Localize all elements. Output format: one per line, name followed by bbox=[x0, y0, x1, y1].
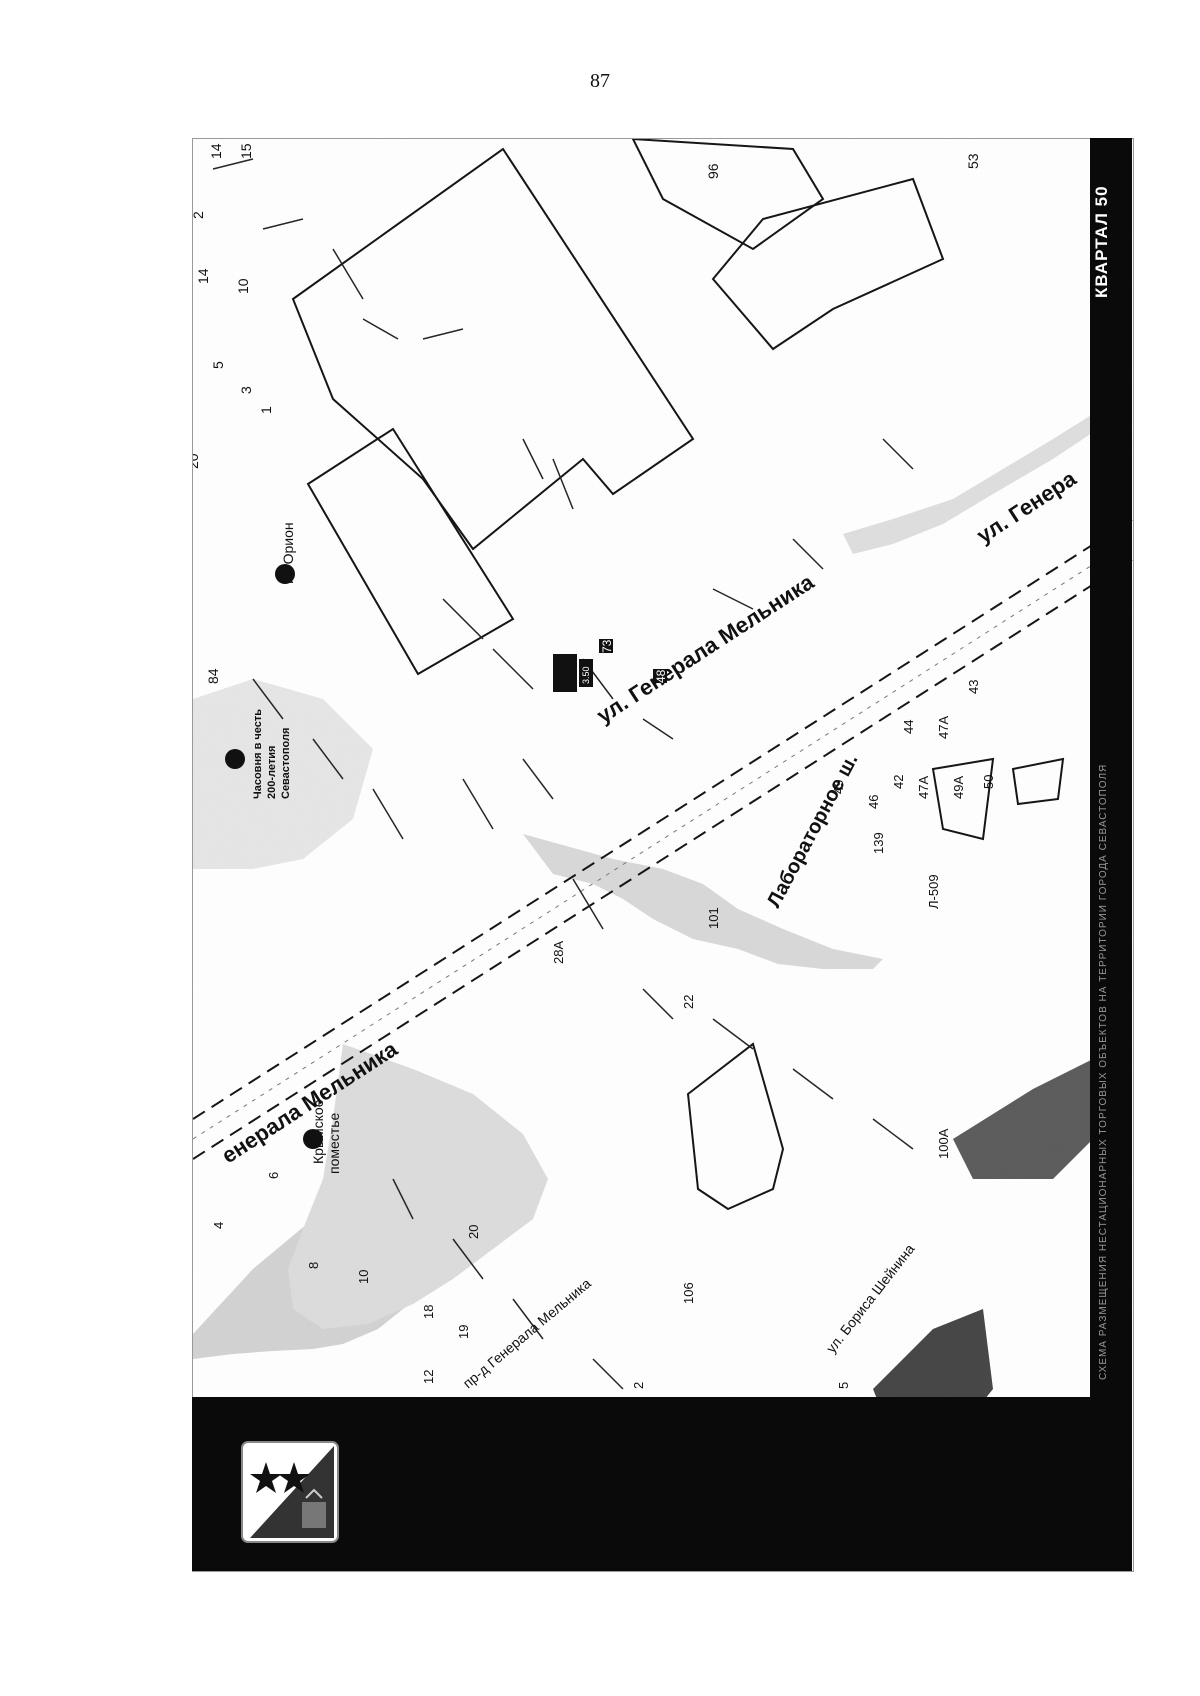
house-49a: 49А bbox=[951, 776, 966, 799]
place-chapel-1: Часовня в честь bbox=[252, 709, 264, 799]
chapel-pin-icon bbox=[225, 749, 245, 769]
place-krymskoe-1: Крымское bbox=[310, 1099, 326, 1164]
house-5b: 5 bbox=[836, 1382, 851, 1389]
house-1: 1 bbox=[258, 406, 274, 414]
place-orion: ГК Орион bbox=[280, 522, 296, 584]
place-labels: ГК Орион Крымское поместье Часовня в чес… bbox=[225, 522, 342, 1174]
house-43: 43 bbox=[966, 680, 981, 694]
house-101: 101 bbox=[706, 907, 721, 929]
house-106: 106 bbox=[681, 1282, 696, 1304]
house-96: 96 bbox=[705, 163, 721, 179]
house-49: 49 bbox=[831, 780, 846, 794]
kiosk-marker[interactable]: 3.50 bbox=[553, 639, 667, 692]
house-2: 2 bbox=[193, 211, 206, 219]
sidebar-caption: СХЕМА РАЗМЕЩЕНИЯ НЕСТАЦИОНАРНЫХ ТОРГОВЫХ… bbox=[1098, 763, 1109, 1380]
house-4: 4 bbox=[211, 1222, 226, 1229]
house-12: 12 bbox=[421, 1370, 436, 1384]
page-number: 87 bbox=[590, 70, 610, 92]
house-10: 10 bbox=[235, 278, 251, 294]
house-28a: 28А bbox=[551, 941, 566, 964]
house-14: 14 bbox=[208, 143, 224, 159]
house-14b: 14 bbox=[195, 268, 211, 284]
orion-pin-icon bbox=[275, 564, 295, 584]
house-2b: 2 bbox=[631, 1382, 646, 1389]
sidebar-band bbox=[1090, 138, 1132, 1398]
place-krymskoe-2: поместье bbox=[326, 1113, 342, 1174]
house-139: 139 bbox=[871, 832, 886, 854]
house-47a2: 47А bbox=[916, 776, 931, 799]
bottom-band bbox=[192, 1397, 1132, 1571]
krymskoe-pin-icon bbox=[303, 1129, 323, 1149]
print-grain bbox=[193, 139, 1133, 1571]
house-22: 22 bbox=[681, 995, 696, 1009]
house-l509: Л-509 bbox=[926, 874, 941, 909]
house-50: 50 bbox=[981, 775, 996, 789]
place-chapel-2: 200-летия bbox=[266, 746, 278, 799]
house-10b: 10 bbox=[356, 1270, 371, 1284]
house-numbers: 13 14 15 2 14 10 5 3 1 20 96 53 84 73 48… bbox=[193, 143, 996, 1389]
house-5: 5 bbox=[210, 361, 226, 369]
house-53: 53 bbox=[965, 153, 981, 169]
house-100a: 100А bbox=[936, 1128, 951, 1159]
house-20: 20 bbox=[193, 453, 201, 469]
house-3: 3 bbox=[238, 386, 254, 394]
house-48: 48 bbox=[654, 669, 668, 683]
house-47a: 47А bbox=[936, 716, 951, 739]
house-6: 6 bbox=[266, 1172, 281, 1179]
house-20b: 20 bbox=[466, 1225, 481, 1239]
house-8: 8 bbox=[306, 1262, 321, 1269]
house-13: 13 bbox=[193, 143, 196, 159]
kiosk-marker-label: 3.50 bbox=[581, 666, 591, 684]
house-15: 15 bbox=[238, 143, 254, 159]
quarter-title: КВАРТАЛ 50 bbox=[1092, 185, 1111, 299]
house-18: 18 bbox=[421, 1305, 436, 1319]
house-44: 44 bbox=[901, 720, 916, 734]
house-84: 84 bbox=[205, 668, 221, 684]
house-46: 46 bbox=[866, 795, 881, 809]
bottom-caption bbox=[470, 1556, 710, 1566]
house-42: 42 bbox=[891, 775, 906, 789]
house-19: 19 bbox=[456, 1325, 471, 1339]
house-73: 73 bbox=[600, 639, 614, 653]
map-canvas[interactable]: ул. Генерала Мельника енерала Мельника у… bbox=[192, 138, 1134, 1572]
place-chapel-3: Севастополя bbox=[280, 728, 292, 799]
sevastopol-emblem-icon bbox=[240, 1440, 340, 1544]
